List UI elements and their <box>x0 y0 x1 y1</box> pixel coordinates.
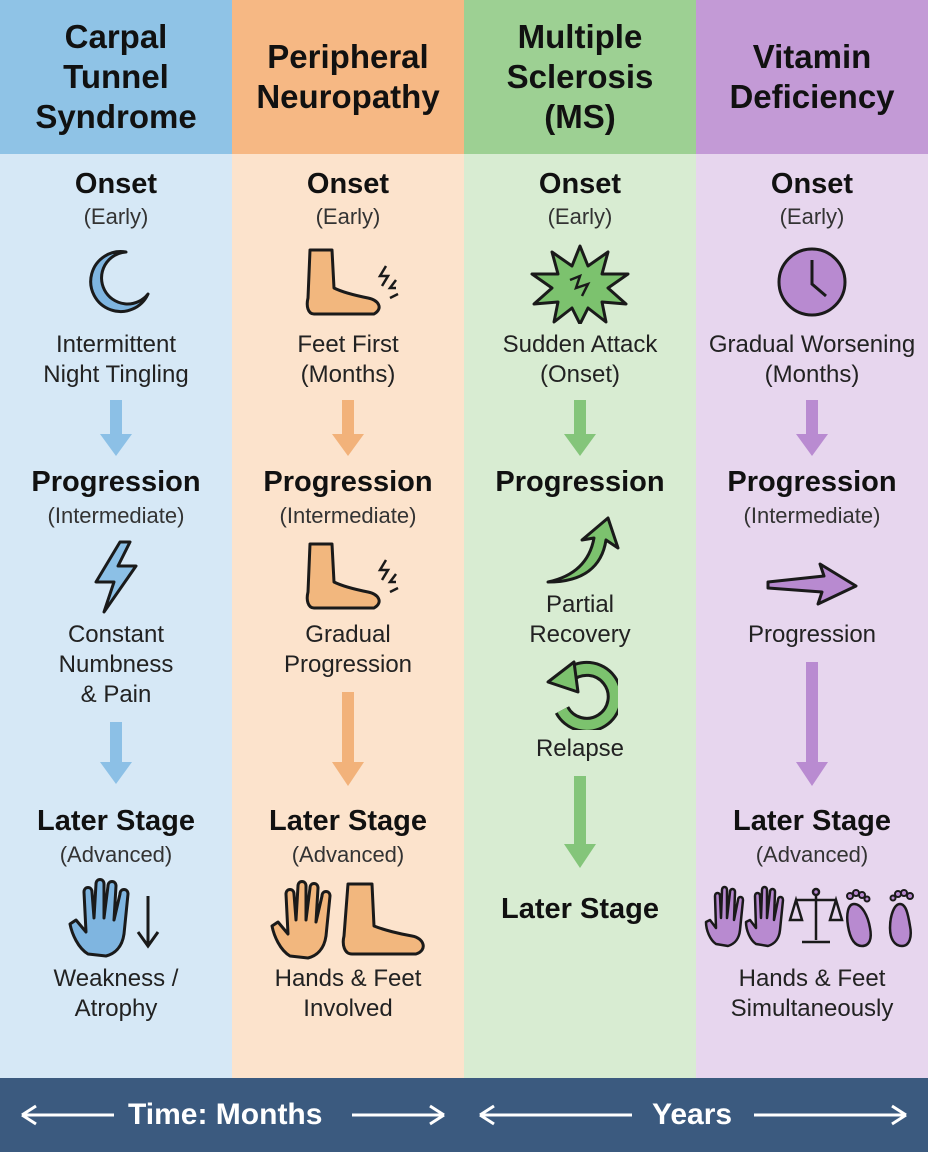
onset-sub: (Early) <box>779 204 845 229</box>
onset-sub: (Early) <box>83 204 149 229</box>
time-years-label: Years <box>652 1098 733 1131</box>
down-arrow-icon <box>100 400 132 456</box>
burst-icon <box>530 244 630 324</box>
onset-heading: Onset <box>74 168 158 200</box>
column-header: Peripheral Neuropathy <box>232 0 464 154</box>
column-header: Vitamin Deficiency <box>696 0 928 154</box>
down-arrow-icon <box>332 400 364 456</box>
later-sub: (Advanced) <box>755 842 869 867</box>
progression-heading: Progression <box>495 466 665 498</box>
onset-sub: (Early) <box>547 204 613 229</box>
progression-desc: Progression <box>747 621 877 648</box>
down-arrow-icon <box>796 400 828 456</box>
relapse-loop-icon <box>546 660 618 730</box>
title-line: (MS) <box>544 98 616 135</box>
right-arrow-icon <box>766 562 858 606</box>
column-multiple-sclerosis: Multiple Sclerosis (MS) Onset (Early) Su… <box>464 0 696 1078</box>
onset-desc: Gradual Worsening(Months) <box>708 331 916 388</box>
right-arrow-icon <box>754 1104 907 1126</box>
progression-heading: Progression <box>31 466 201 498</box>
down-arrow-icon <box>796 662 828 786</box>
curved-arrow-icon <box>546 516 620 584</box>
onset-sub: (Early) <box>315 204 381 229</box>
down-arrow-icon <box>332 692 364 786</box>
progression-sub: (Intermediate) <box>743 503 881 528</box>
column-vitamin-deficiency: Vitamin Deficiency Onset (Early) Gradual… <box>696 0 928 1078</box>
left-arrow-icon <box>479 1104 632 1126</box>
onset-heading: Onset <box>770 168 854 200</box>
title-line: Syndrome <box>35 98 197 135</box>
later-desc: Weakness /Atrophy <box>53 965 179 1022</box>
title-line: Peripheral <box>267 38 429 75</box>
down-arrow-icon <box>564 776 596 868</box>
later-heading: Later Stage <box>733 805 891 837</box>
hand-down-icon <box>68 878 160 958</box>
hands-scale-feet-icon <box>704 885 914 948</box>
progression-heading: Progression <box>263 466 433 498</box>
onset-desc: Sudden Attack(Onset) <box>502 331 658 388</box>
clock-icon <box>777 247 847 317</box>
progression-sub: (Intermediate) <box>47 503 185 528</box>
down-arrow-icon <box>100 722 132 784</box>
progression-heading: Progression <box>727 466 897 498</box>
time-months-label: Time: Months <box>128 1098 323 1131</box>
later-heading: Later Stage <box>269 805 427 837</box>
later-sub: (Advanced) <box>59 842 173 867</box>
title-line: Deficiency <box>729 78 895 115</box>
later-heading: Later Stage <box>37 805 195 837</box>
title-line: Multiple <box>517 18 643 55</box>
column-header: Carpal Tunnel Syndrome <box>0 0 232 154</box>
time-axis-footer: Time: Months Years <box>0 1078 928 1152</box>
title-line: Sclerosis <box>506 58 654 95</box>
onset-desc: Feet First(Months) <box>297 331 399 388</box>
foot-tingle-icon <box>305 248 399 316</box>
progression-sub: (Intermediate) <box>279 503 417 528</box>
relapse-label: Relapse <box>535 735 625 762</box>
title-line: Neuropathy <box>256 78 440 115</box>
hand-foot-icon <box>270 880 425 960</box>
column-header: Multiple Sclerosis (MS) <box>464 0 696 154</box>
title-line: Carpal <box>64 18 168 55</box>
title-line: Tunnel <box>63 58 169 95</box>
right-arrow-icon <box>352 1104 445 1126</box>
column-peripheral-neuropathy: Peripheral Neuropathy Onset (Early) Feet… <box>232 0 464 1078</box>
moon-icon <box>89 250 150 313</box>
foot-tingle-icon <box>305 542 399 610</box>
lightning-icon <box>94 540 138 614</box>
onset-heading: Onset <box>306 168 390 200</box>
left-arrow-icon <box>21 1104 114 1126</box>
down-arrow-icon <box>564 400 596 456</box>
column-carpal-tunnel: Carpal Tunnel Syndrome Onset (Early) Int… <box>0 0 232 1078</box>
title-line: Vitamin <box>752 38 872 75</box>
onset-heading: Onset <box>538 168 622 200</box>
later-sub: (Advanced) <box>291 842 405 867</box>
later-heading: Later Stage <box>501 893 659 925</box>
